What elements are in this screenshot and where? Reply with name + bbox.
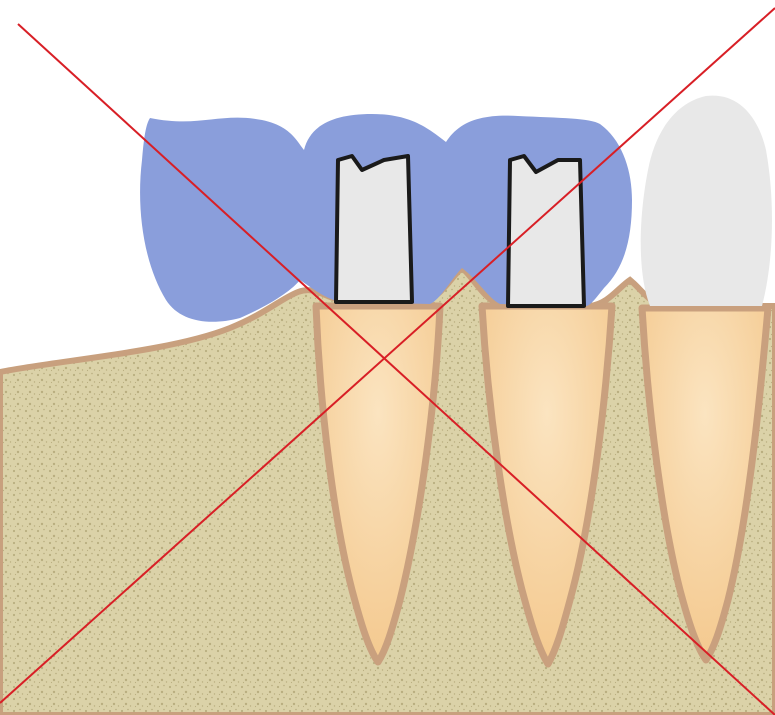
abutment-tooth-right [508, 156, 584, 306]
natural-tooth-crown [641, 96, 772, 306]
abutment-tooth-left [336, 156, 412, 302]
